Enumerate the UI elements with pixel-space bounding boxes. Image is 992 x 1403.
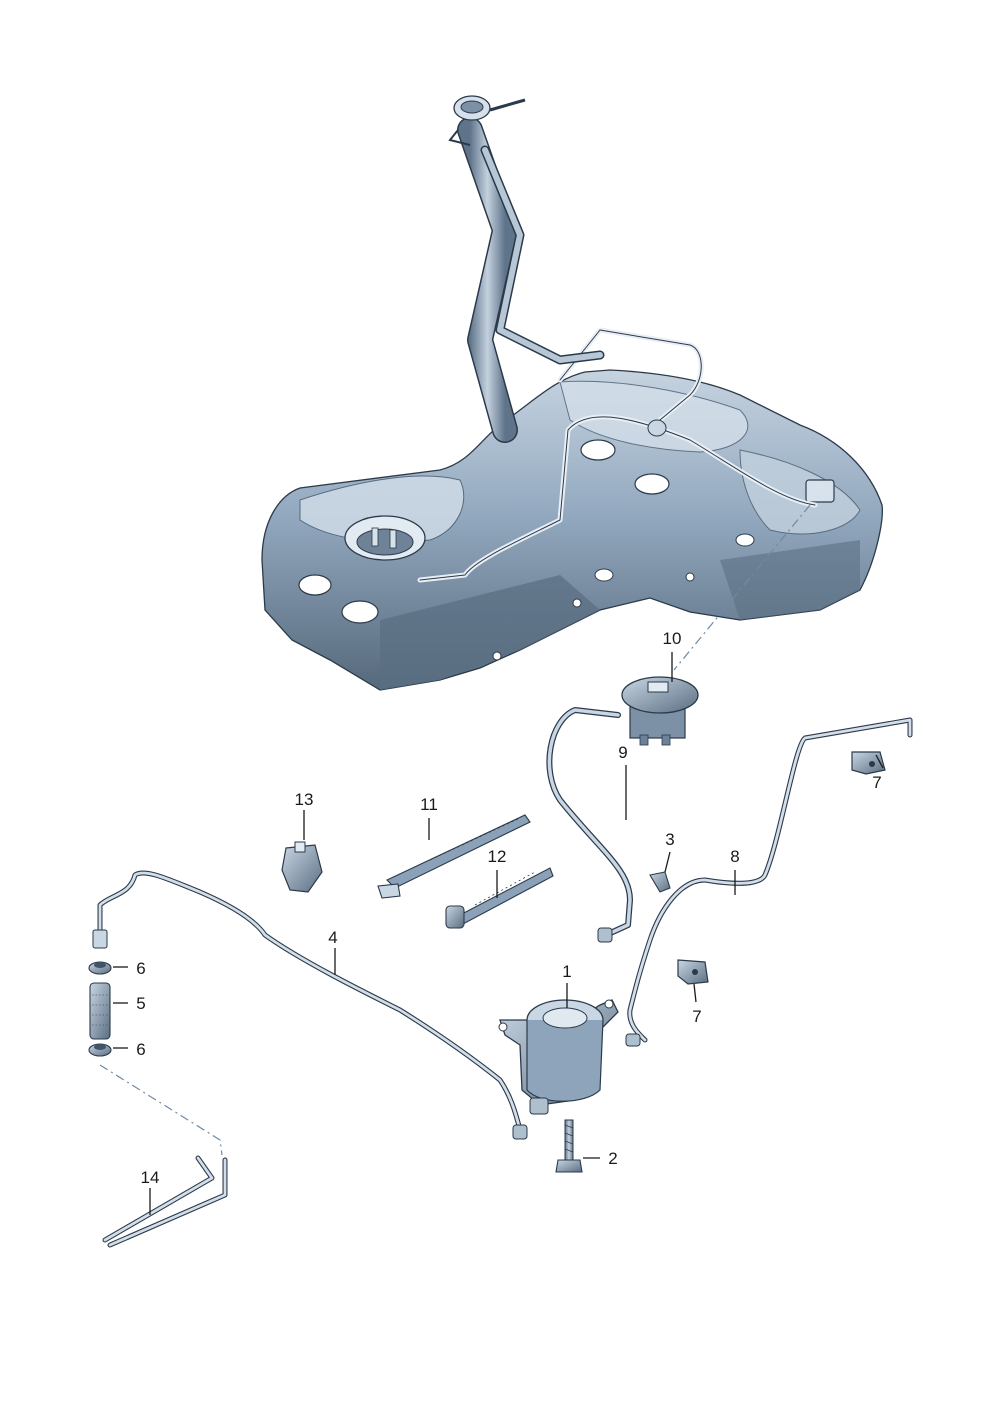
- part-11-hose: [546, 707, 633, 943]
- part-3-clip: [649, 871, 671, 893]
- callout-12: 10: [663, 629, 682, 648]
- callout-labels: 10 9 7 8 3 7 11 12 13 4 6 5 6 1 2 14: [136, 629, 881, 1187]
- part-2-bolt: [555, 1119, 583, 1173]
- part-9-strap: [377, 814, 531, 899]
- part-1-canister: [498, 999, 619, 1115]
- callout-5: 5: [136, 994, 145, 1013]
- part-12-fuel-sender: [621, 676, 699, 746]
- filler-neck: [448, 95, 605, 443]
- fuel-tank: [261, 327, 883, 691]
- part-4-breather-line: [92, 870, 528, 1140]
- callout-leaders: [113, 652, 884, 1215]
- part-8-fuel-line: [625, 717, 913, 1047]
- callout-13: 13: [295, 790, 314, 809]
- callout-7-lower: 7: [692, 1007, 701, 1026]
- reference-line-12: [673, 504, 811, 671]
- part-10-cable-tie: [445, 867, 554, 929]
- part-14-hose-bundle: [102, 1155, 228, 1248]
- callout-6-upper: 6: [136, 959, 145, 978]
- callout-14: 14: [141, 1168, 160, 1187]
- part-6-seal-upper: [88, 961, 112, 975]
- callout-8: 8: [730, 847, 739, 866]
- part-13-bracket: [281, 841, 323, 893]
- callout-7-upper: 7: [872, 773, 881, 792]
- callout-2: 2: [608, 1149, 617, 1168]
- callout-1: 1: [562, 962, 571, 981]
- part-6-seal-lower: [88, 1043, 112, 1057]
- callout-4: 4: [328, 928, 337, 947]
- callout-6-lower: 6: [136, 1040, 145, 1059]
- callout-9: 11: [420, 795, 438, 814]
- callout-3: 3: [665, 830, 674, 849]
- callout-11: 9: [618, 743, 627, 762]
- callout-10: 12: [488, 847, 507, 866]
- reference-line-14: [99, 1064, 223, 1156]
- part-5-filter: [89, 982, 111, 1040]
- part-7-clip-lower: [677, 959, 709, 985]
